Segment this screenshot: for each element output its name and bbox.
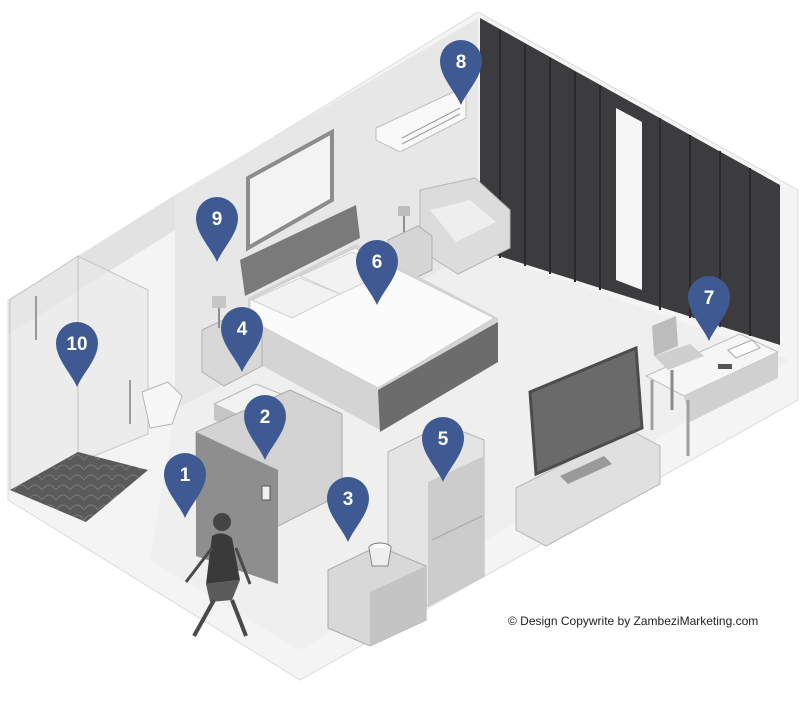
- pin-bedside-lamp: 9: [196, 197, 238, 262]
- pin-number: 7: [704, 288, 715, 309]
- pin-air-conditioner: 8: [440, 40, 482, 105]
- location-pins: 1 2 3 4 5 6 7 8 9 10: [56, 40, 730, 542]
- pin-number: 10: [66, 334, 87, 355]
- entrance-wall: [195, 389, 343, 584]
- curtains: [480, 18, 780, 345]
- pin-door-key-card: 2: [244, 395, 286, 460]
- pin-number: 2: [260, 407, 271, 428]
- pin-marker: [164, 452, 207, 518]
- pin-wardrobe: 5: [422, 417, 464, 482]
- desk-chair: [652, 316, 704, 410]
- pin-number: 6: [372, 252, 383, 273]
- pin-marker: [440, 40, 482, 105]
- window-glass: [616, 108, 642, 290]
- desk: [644, 333, 780, 456]
- pin-number: 5: [438, 429, 449, 450]
- pin-number: 3: [343, 489, 354, 510]
- bed: [240, 205, 498, 432]
- pin-number: 8: [456, 52, 467, 73]
- pin-marker: [356, 240, 398, 305]
- pin-side-table-bin: 3: [326, 476, 369, 542]
- pin-marker: [244, 395, 286, 460]
- pin-marker: [688, 276, 730, 341]
- pin-shower: 10: [56, 322, 98, 387]
- pin-bathroom-sink: 4: [221, 307, 263, 372]
- pin-number: 1: [180, 465, 191, 486]
- pin-marker: [221, 307, 263, 372]
- pin-marker: [56, 322, 98, 387]
- air-conditioner: [375, 85, 467, 153]
- guest-figure: [184, 513, 252, 637]
- pin-marker: [422, 417, 464, 482]
- wall-picture: [246, 128, 334, 252]
- copyright-notice: © Design Copywrite by ZambeziMarketing.c…: [508, 614, 759, 628]
- pin-marker: [196, 197, 238, 262]
- pin-entrance: 1: [164, 452, 207, 518]
- pin-desk: 7: [688, 276, 730, 341]
- pin-number: 4: [237, 319, 248, 340]
- key-card-slot: [261, 485, 271, 501]
- pin-marker: [326, 476, 369, 542]
- pin-number: 9: [212, 209, 223, 230]
- side-table-bin: [327, 542, 427, 647]
- pin-bed: 6: [356, 240, 398, 305]
- toilet: [141, 381, 183, 429]
- tv-console: [515, 345, 661, 547]
